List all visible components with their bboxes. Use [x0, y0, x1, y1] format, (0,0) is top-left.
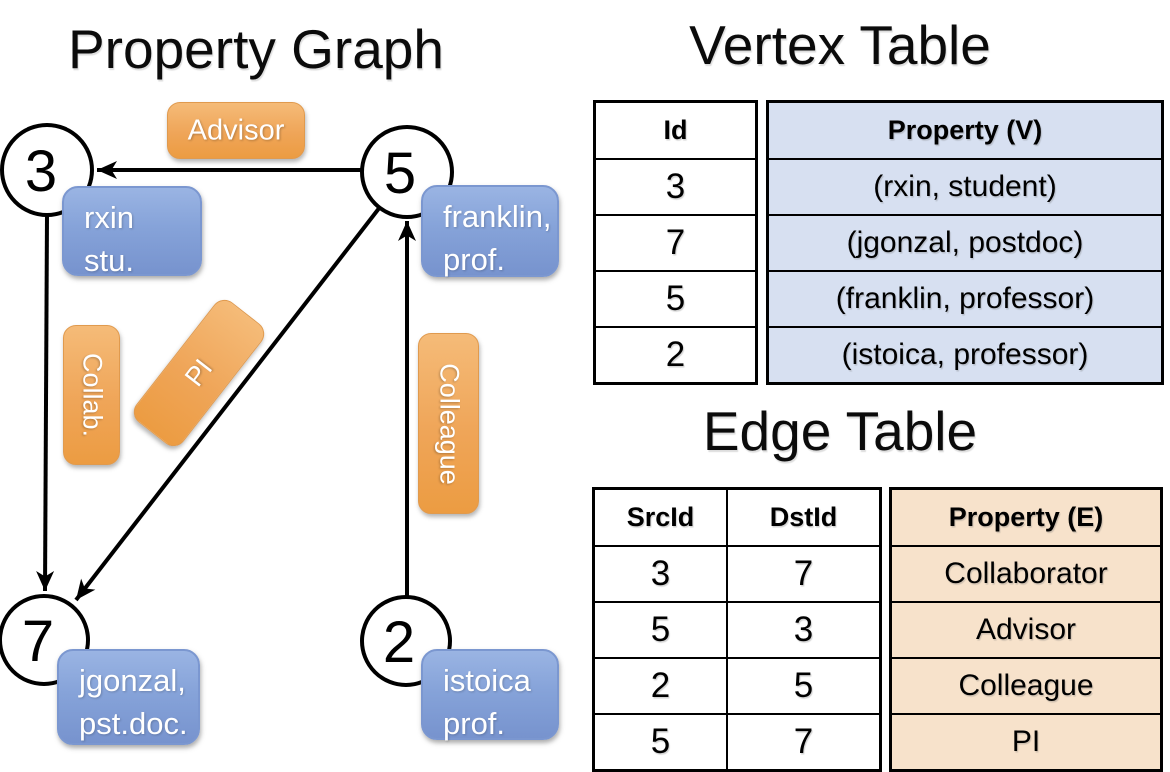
table-row: 3 7: [592, 545, 882, 603]
table-row: 5 3: [592, 601, 882, 659]
edge-property-cell: Colleague: [889, 657, 1163, 715]
edge-srcid-cell: 5: [592, 601, 728, 659]
vertex-property-box-7: jgonzal, pst.doc.: [57, 649, 200, 745]
table-row: 5: [593, 270, 758, 328]
vertex-id-header: Id: [593, 100, 758, 160]
table-row: 3: [593, 158, 758, 216]
vertex-property-cell: (rxin, student): [766, 158, 1164, 216]
node-label-5: 5: [384, 141, 416, 206]
edge-label-collab: Collab.: [63, 325, 120, 465]
edge-label-pi-text: PI: [178, 353, 219, 392]
table-row: Advisor: [889, 601, 1163, 659]
vertex-property-box-2: istoica prof.: [421, 649, 559, 741]
edge-srcid-cell: 2: [592, 657, 728, 715]
edge-label-collab-text: Collab.: [77, 352, 107, 438]
vertex-property-cell: (istoica, professor): [766, 326, 1164, 385]
edge-property-header: Property (E): [889, 487, 1163, 547]
edge-property-column-table: Property (E) Collaborator Advisor Collea…: [889, 487, 1163, 772]
table-row: (franklin, professor): [766, 270, 1164, 328]
vertex-property-line1: franklin,: [443, 199, 552, 234]
vertex-property-box-3: rxin stu.: [62, 186, 202, 278]
edge-label-colleague: Colleague: [418, 333, 479, 514]
vertex-id-cell: 7: [593, 214, 758, 272]
tables-panel: Vertex Table Id 3 7 5 2 Property (V) (rx…: [585, 0, 1170, 772]
edge-label-advisor: Advisor: [167, 102, 305, 159]
edge-dstid-cell: 7: [726, 545, 882, 603]
edge-dstid-cell: 5: [726, 657, 882, 715]
vertex-id-cell: 2: [593, 326, 758, 385]
table-row: 5 7: [592, 713, 882, 772]
vertex-property-cell: (franklin, professor): [766, 270, 1164, 328]
edge-srcid-cell: 3: [592, 545, 728, 603]
table-header-row: SrcId DstId: [592, 487, 882, 547]
table-row: (rxin, student): [766, 158, 1164, 216]
edge-pi-5-to-7: [74, 205, 382, 602]
vertex-id-column-table: Id 3 7 5 2: [593, 100, 758, 385]
vertex-property-line1: jgonzal,: [79, 663, 186, 698]
edge-label-colleague-text: Colleague: [434, 362, 464, 485]
table-row: (jgonzal, postdoc): [766, 214, 1164, 272]
vertex-property-line2: prof.: [443, 242, 506, 277]
edge-property-cell: Advisor: [889, 601, 1163, 659]
edge-srcid-cell: 5: [592, 713, 728, 772]
node-label-3: 3: [25, 139, 57, 204]
vertex-table-title: Vertex Table: [689, 14, 991, 76]
vertex-property-line2: stu.: [84, 243, 134, 278]
edge-dstid-cell: 7: [726, 713, 882, 772]
edge-dstid-header: DstId: [726, 487, 882, 547]
vertex-property-header: Property (V): [766, 100, 1164, 160]
node-label-7: 7: [22, 609, 54, 674]
table-row: PI: [889, 713, 1163, 772]
vertex-property-line1: rxin: [84, 200, 134, 235]
vertex-id-cell: 3: [593, 158, 758, 216]
edge-src-dst-column-table: SrcId DstId 3 7 5 3 2 5 5 7: [592, 487, 882, 772]
edge-label-advisor-text: Advisor: [187, 114, 285, 146]
vertex-property-line2: prof.: [443, 706, 506, 741]
vertex-property-line1: istoica: [443, 663, 531, 698]
vertex-property-cell: (jgonzal, postdoc): [766, 214, 1164, 272]
vertex-property-column-table: Property (V) (rxin, student) (jgonzal, p…: [766, 100, 1164, 385]
edge-table-title: Edge Table: [702, 400, 978, 462]
property-graph-panel: Property Graph 3 5 7 2 Advisor Collab. P…: [0, 0, 585, 760]
table-row: Collaborator: [889, 545, 1163, 603]
vertex-property-box-5: franklin, prof.: [421, 185, 559, 277]
table-row: 7: [593, 214, 758, 272]
edge-property-cell: PI: [889, 713, 1163, 772]
edge-property-cell: Collaborator: [889, 545, 1163, 603]
table-row: (istoica, professor): [766, 326, 1164, 385]
edge-srcid-header: SrcId: [592, 487, 728, 547]
edge-table: SrcId DstId 3 7 5 3 2 5 5 7 Property (E)…: [592, 487, 1163, 772]
edge-dstid-cell: 3: [726, 601, 882, 659]
property-graph-title: Property Graph: [67, 18, 444, 80]
node-label-2: 2: [383, 610, 415, 675]
vertex-table: Id 3 7 5 2 Property (V) (rxin, student) …: [593, 100, 1164, 385]
table-header-row: Property (V): [766, 100, 1164, 160]
table-header-row: Id: [593, 100, 758, 160]
edge-collab-3-to-7: [36, 214, 55, 592]
table-header-row: Property (E): [889, 487, 1163, 547]
vertex-id-cell: 5: [593, 270, 758, 328]
table-row: 2: [593, 326, 758, 385]
table-row: 2 5: [592, 657, 882, 715]
vertex-property-line2: pst.doc.: [79, 706, 188, 741]
table-row: Colleague: [889, 657, 1163, 715]
